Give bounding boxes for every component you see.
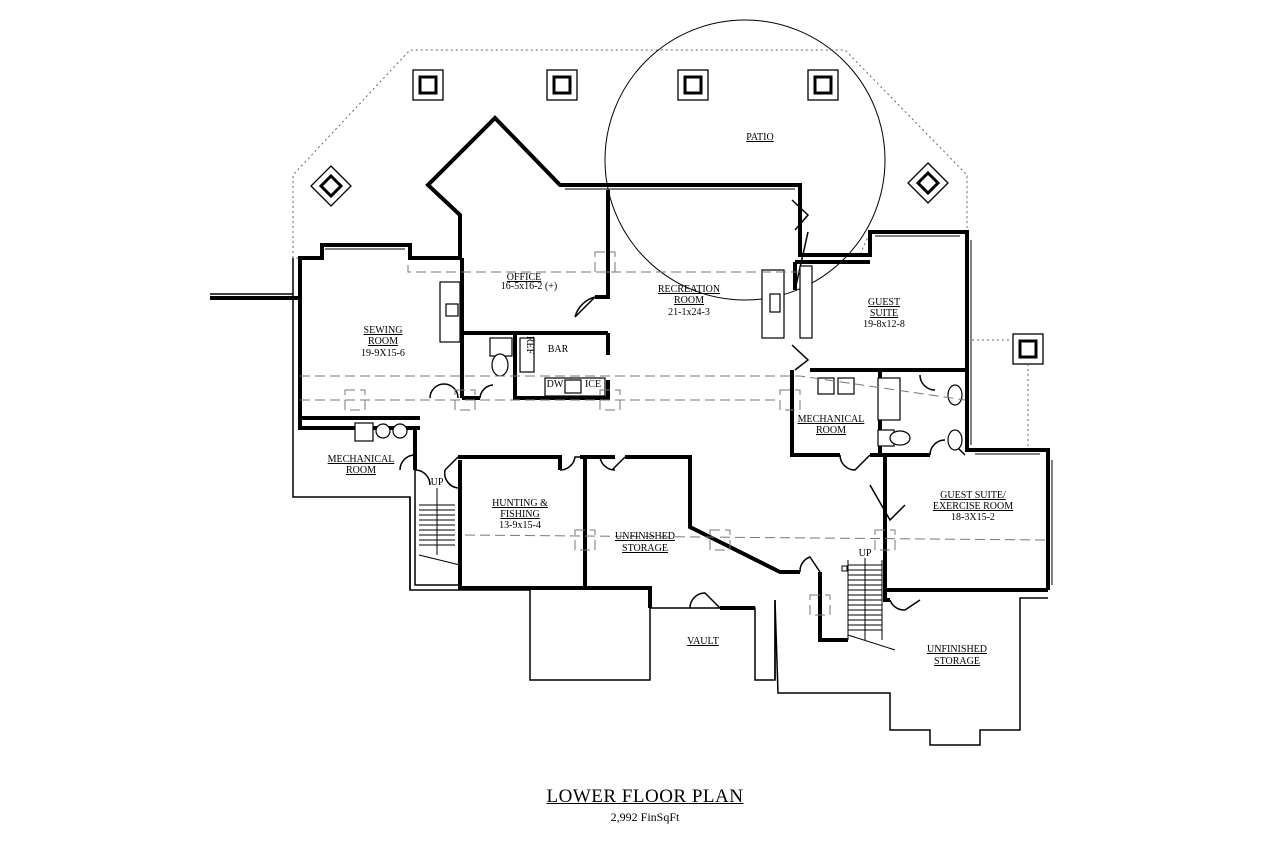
sewing-label-1: SEWING — [364, 325, 403, 336]
guest-suite-dimensions: 19-8x12-8 — [863, 319, 905, 330]
fixtures — [354, 265, 963, 451]
guest-exercise-label-2: EXERCISE ROOM — [933, 501, 1013, 512]
plan-finished-area: 2,992 FinSqFt — [610, 810, 680, 824]
ref-label: REF — [524, 336, 535, 355]
recreation-label-1: RECREATION — [658, 284, 720, 295]
patio-columns — [310, 69, 1044, 365]
ice-label: ICE — [585, 379, 601, 390]
patio-outline — [292, 49, 968, 259]
beam-lines — [300, 251, 1049, 616]
stairs-left — [418, 488, 461, 566]
sewing-dimensions: 19-9X15-6 — [361, 348, 405, 359]
storage-1-label-2: STORAGE — [622, 543, 668, 554]
bar-label: BAR — [548, 344, 569, 355]
mech-right-label-2: ROOM — [816, 425, 846, 436]
stairs-left-up-label: UP — [431, 477, 444, 488]
stairs-right — [841, 558, 896, 651]
mech-right-label-1: MECHANICAL — [798, 414, 865, 425]
office-label: OFFICE — [507, 272, 541, 283]
recreation-dimensions: 21-1x24-3 — [668, 307, 710, 318]
hunting-label-1: HUNTING & — [492, 498, 548, 509]
dw-label: DW — [547, 379, 564, 390]
windows — [325, 121, 1053, 585]
interior-walls — [298, 190, 1048, 680]
patio-label: PATIO — [746, 132, 773, 143]
sewing-label-2: ROOM — [368, 336, 398, 347]
stairs-right-up-label: UP — [859, 548, 872, 559]
storage-2-label-2: STORAGE — [934, 656, 980, 667]
patio-arc — [604, 19, 886, 301]
guest-suite-label-1: GUEST — [868, 297, 900, 308]
office-dimensions: 16-5x16-2 (+) — [501, 281, 557, 292]
guest-exercise-label-1: GUEST SUITE/ — [940, 490, 1006, 501]
mech-left-label-2: ROOM — [346, 465, 376, 476]
guest-suite-label-2: SUITE — [870, 308, 898, 319]
vault-label: VAULT — [687, 636, 719, 647]
recreation-label-2: ROOM — [674, 295, 704, 306]
storage-2-label-1: UNFINISHED — [927, 644, 987, 655]
mech-left-label-1: MECHANICAL — [328, 454, 395, 465]
plan-title: LOWER FLOOR PLAN — [546, 786, 744, 807]
hunting-label-2: FISHING — [500, 509, 539, 520]
storage-1-label-1: UNFINISHED — [615, 531, 675, 542]
room-labels: PATIO OFFICE 16-5x16-2 (+) RECREATION RO… — [328, 132, 1014, 667]
guest-exercise-dimensions: 18-3X15-2 — [951, 512, 995, 523]
exterior-walls — [210, 115, 1050, 746]
hunting-dimensions: 13-9x15-4 — [499, 520, 541, 531]
